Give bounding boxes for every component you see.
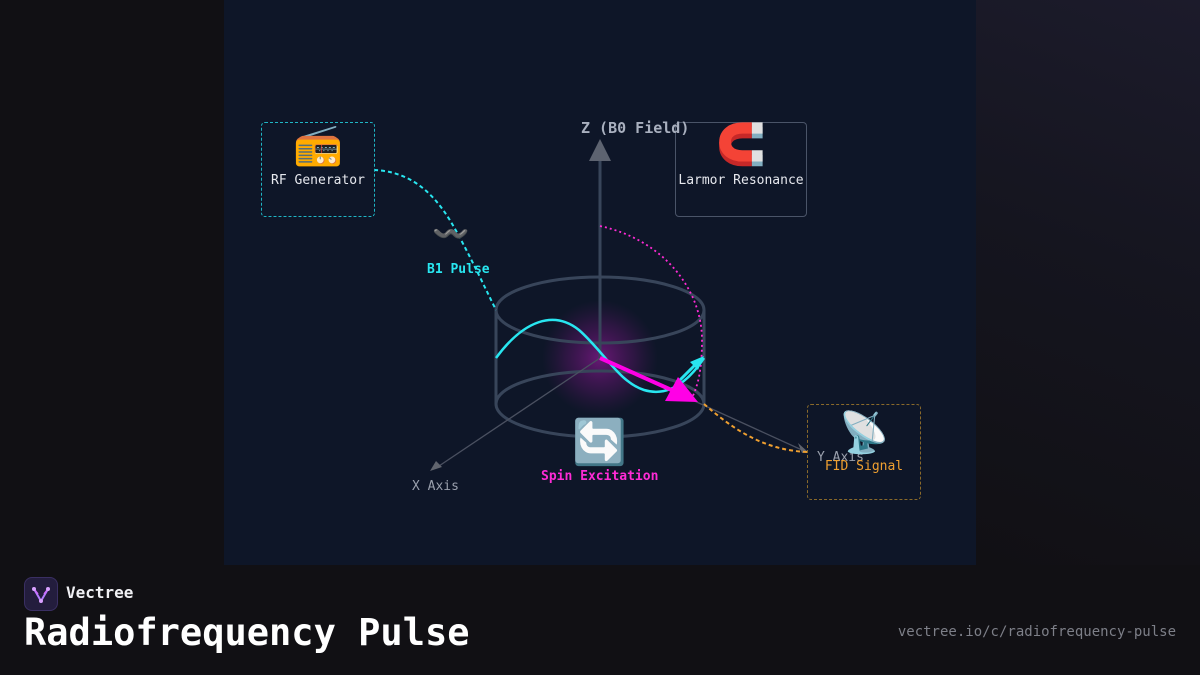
b1-pulse-label: B1 Pulse	[427, 262, 490, 277]
background-gradient	[976, 0, 1200, 565]
page-url-link[interactable]: vectree.io/c/radiofrequency-pulse	[897, 624, 1176, 640]
larmor-resonance-node: 🧲 Larmor Resonance	[675, 122, 807, 217]
larmor-resonance-label: Larmor Resonance	[678, 173, 804, 188]
x-axis	[430, 357, 601, 471]
rotate-arrows-icon: 🔄	[572, 417, 627, 468]
fid-signal-label: FID Signal	[824, 459, 904, 474]
wavy-line-icon: 〰️	[432, 217, 470, 252]
diagram-svg	[373, 139, 808, 471]
y-axis-label: Y Axis	[817, 450, 864, 465]
brand-name[interactable]: Vectree	[66, 583, 134, 602]
radio-icon: 📻	[293, 122, 343, 168]
satellite-dish-icon: 📡	[839, 410, 889, 456]
diagram-canvas: 📻 RF Generator 🧲 Larmor Resonance Y Axis…	[224, 0, 976, 565]
magnet-icon: 🧲	[716, 122, 766, 168]
rf-generator-label: RF Generator	[271, 173, 365, 188]
footer: Vectree Radiofrequency Pulse vectree.io/…	[0, 565, 1200, 675]
fid-signal-node: 📡 FID Signal	[807, 404, 921, 500]
z-axis-label: Z (B0 Field)	[581, 119, 690, 137]
vectree-logo-icon[interactable]	[24, 577, 58, 611]
spin-excitation-label: Spin Excitation	[541, 469, 659, 484]
page-title: Radiofrequency Pulse	[24, 611, 470, 654]
fid-connector	[703, 403, 808, 453]
z-axis	[589, 139, 611, 358]
rf-connector	[373, 169, 497, 311]
rf-generator-node: 📻 RF Generator	[261, 122, 375, 217]
x-axis-label: X Axis	[412, 479, 459, 494]
magnetization-vector	[599, 356, 698, 402]
